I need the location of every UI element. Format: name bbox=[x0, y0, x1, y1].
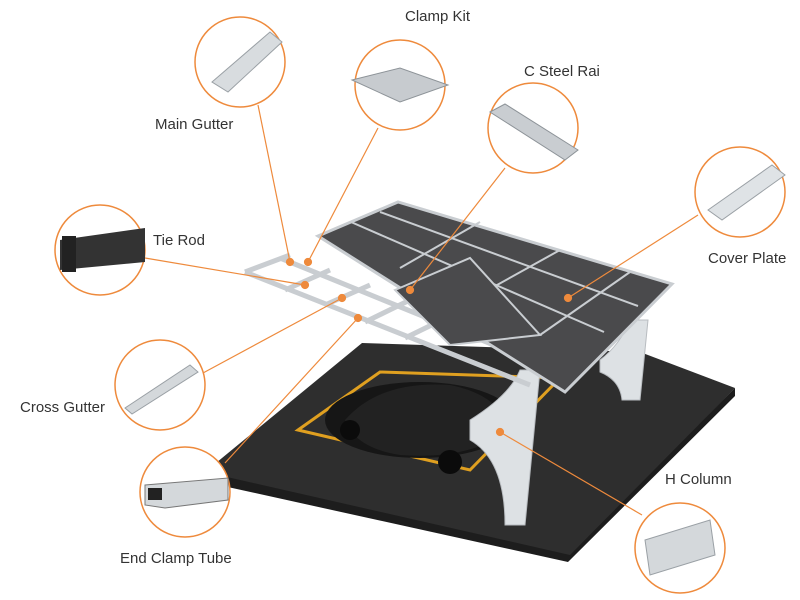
h-column-part bbox=[644, 519, 716, 576]
main-gutter-part bbox=[211, 31, 283, 93]
end-clamp-tube-part bbox=[144, 477, 229, 509]
tie-rod-part bbox=[60, 228, 145, 270]
end-clamp-tube-label: End Clamp Tube bbox=[120, 550, 232, 567]
cover-plate-part bbox=[707, 164, 786, 221]
cross-gutter-label: Cross Gutter bbox=[20, 399, 106, 416]
clamp-kit-part bbox=[350, 67, 450, 103]
tie-rod-label: Tie Rod bbox=[153, 232, 205, 249]
cover-plate-label: Cover Plate bbox=[708, 250, 787, 267]
cross-gutter-part bbox=[124, 364, 199, 415]
h-column-label: H Column bbox=[665, 471, 732, 488]
main-gutter-label: Main Gutter bbox=[155, 116, 234, 133]
c-steel-rail-part bbox=[489, 103, 579, 161]
h-column-rear bbox=[599, 319, 649, 401]
c-steel-rail-label: C Steel Rai bbox=[524, 63, 600, 80]
leader-lines bbox=[144, 104, 699, 516]
h-column-front bbox=[469, 369, 541, 526]
clamp-kit-label: Clamp Kit bbox=[405, 8, 471, 25]
